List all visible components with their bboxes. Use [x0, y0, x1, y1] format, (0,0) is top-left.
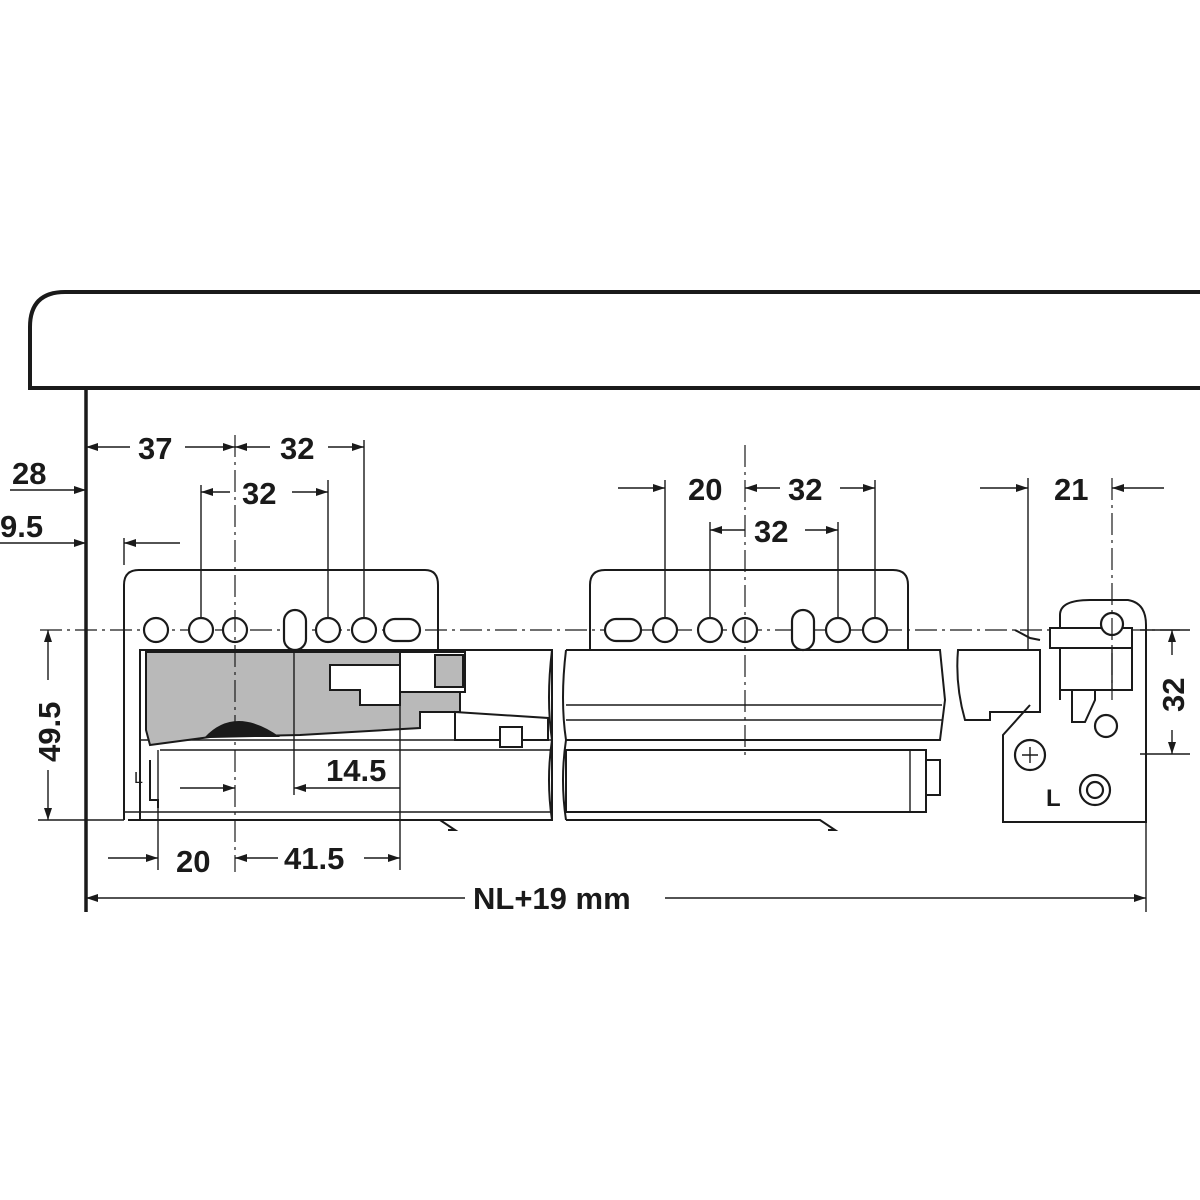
dimension-20-center: 20 — [688, 472, 722, 507]
bracket-slot — [382, 617, 422, 643]
left-mounting-bracket — [123, 569, 439, 820]
dimension-32-mid: 32 — [242, 476, 276, 511]
dimension-32-center-top: 32 — [788, 472, 822, 507]
dimension-28: 28 — [12, 456, 46, 491]
rear-bracket-L-mark: L — [1046, 785, 1061, 812]
extension-lines — [38, 435, 1190, 912]
bracket-slot — [603, 617, 643, 643]
bracket-hole — [861, 616, 889, 644]
left-runner-section — [125, 649, 553, 831]
dimension-lines — [0, 443, 1176, 902]
dimension-9-5: 9.5 — [0, 509, 43, 544]
dimension-37: 37 — [138, 431, 172, 466]
bracket-hole — [142, 616, 170, 644]
bracket-slot — [790, 608, 816, 652]
bracket-hole — [350, 616, 378, 644]
dimension-32-top: 32 — [280, 431, 314, 466]
bracket-hole — [651, 616, 679, 644]
rear-bracket — [1002, 599, 1147, 823]
dimension-total-length: NL+19 mm — [473, 881, 631, 916]
dimension-49-5: 49.5 — [32, 702, 67, 762]
rear-runner-end — [956, 629, 1041, 721]
left-runner-L-mark: L — [134, 770, 143, 787]
bracket-hole — [314, 616, 342, 644]
dimension-14-5: 14.5 — [326, 753, 386, 788]
dimension-21: 21 — [1054, 472, 1088, 507]
middle-mounting-bracket — [589, 569, 909, 652]
dimension-32-right: 32 — [1156, 678, 1191, 712]
dimension-20-bottom: 20 — [176, 844, 210, 879]
bracket-hole — [187, 616, 215, 644]
dimension-32-center-mid: 32 — [754, 514, 788, 549]
middle-runner-section — [548, 649, 947, 831]
cabinet-top-panel — [28, 290, 1200, 390]
bracket-hole — [824, 616, 852, 644]
dimension-41-5: 41.5 — [284, 841, 344, 876]
bracket-hole — [696, 616, 724, 644]
bracket-slot — [282, 608, 308, 652]
